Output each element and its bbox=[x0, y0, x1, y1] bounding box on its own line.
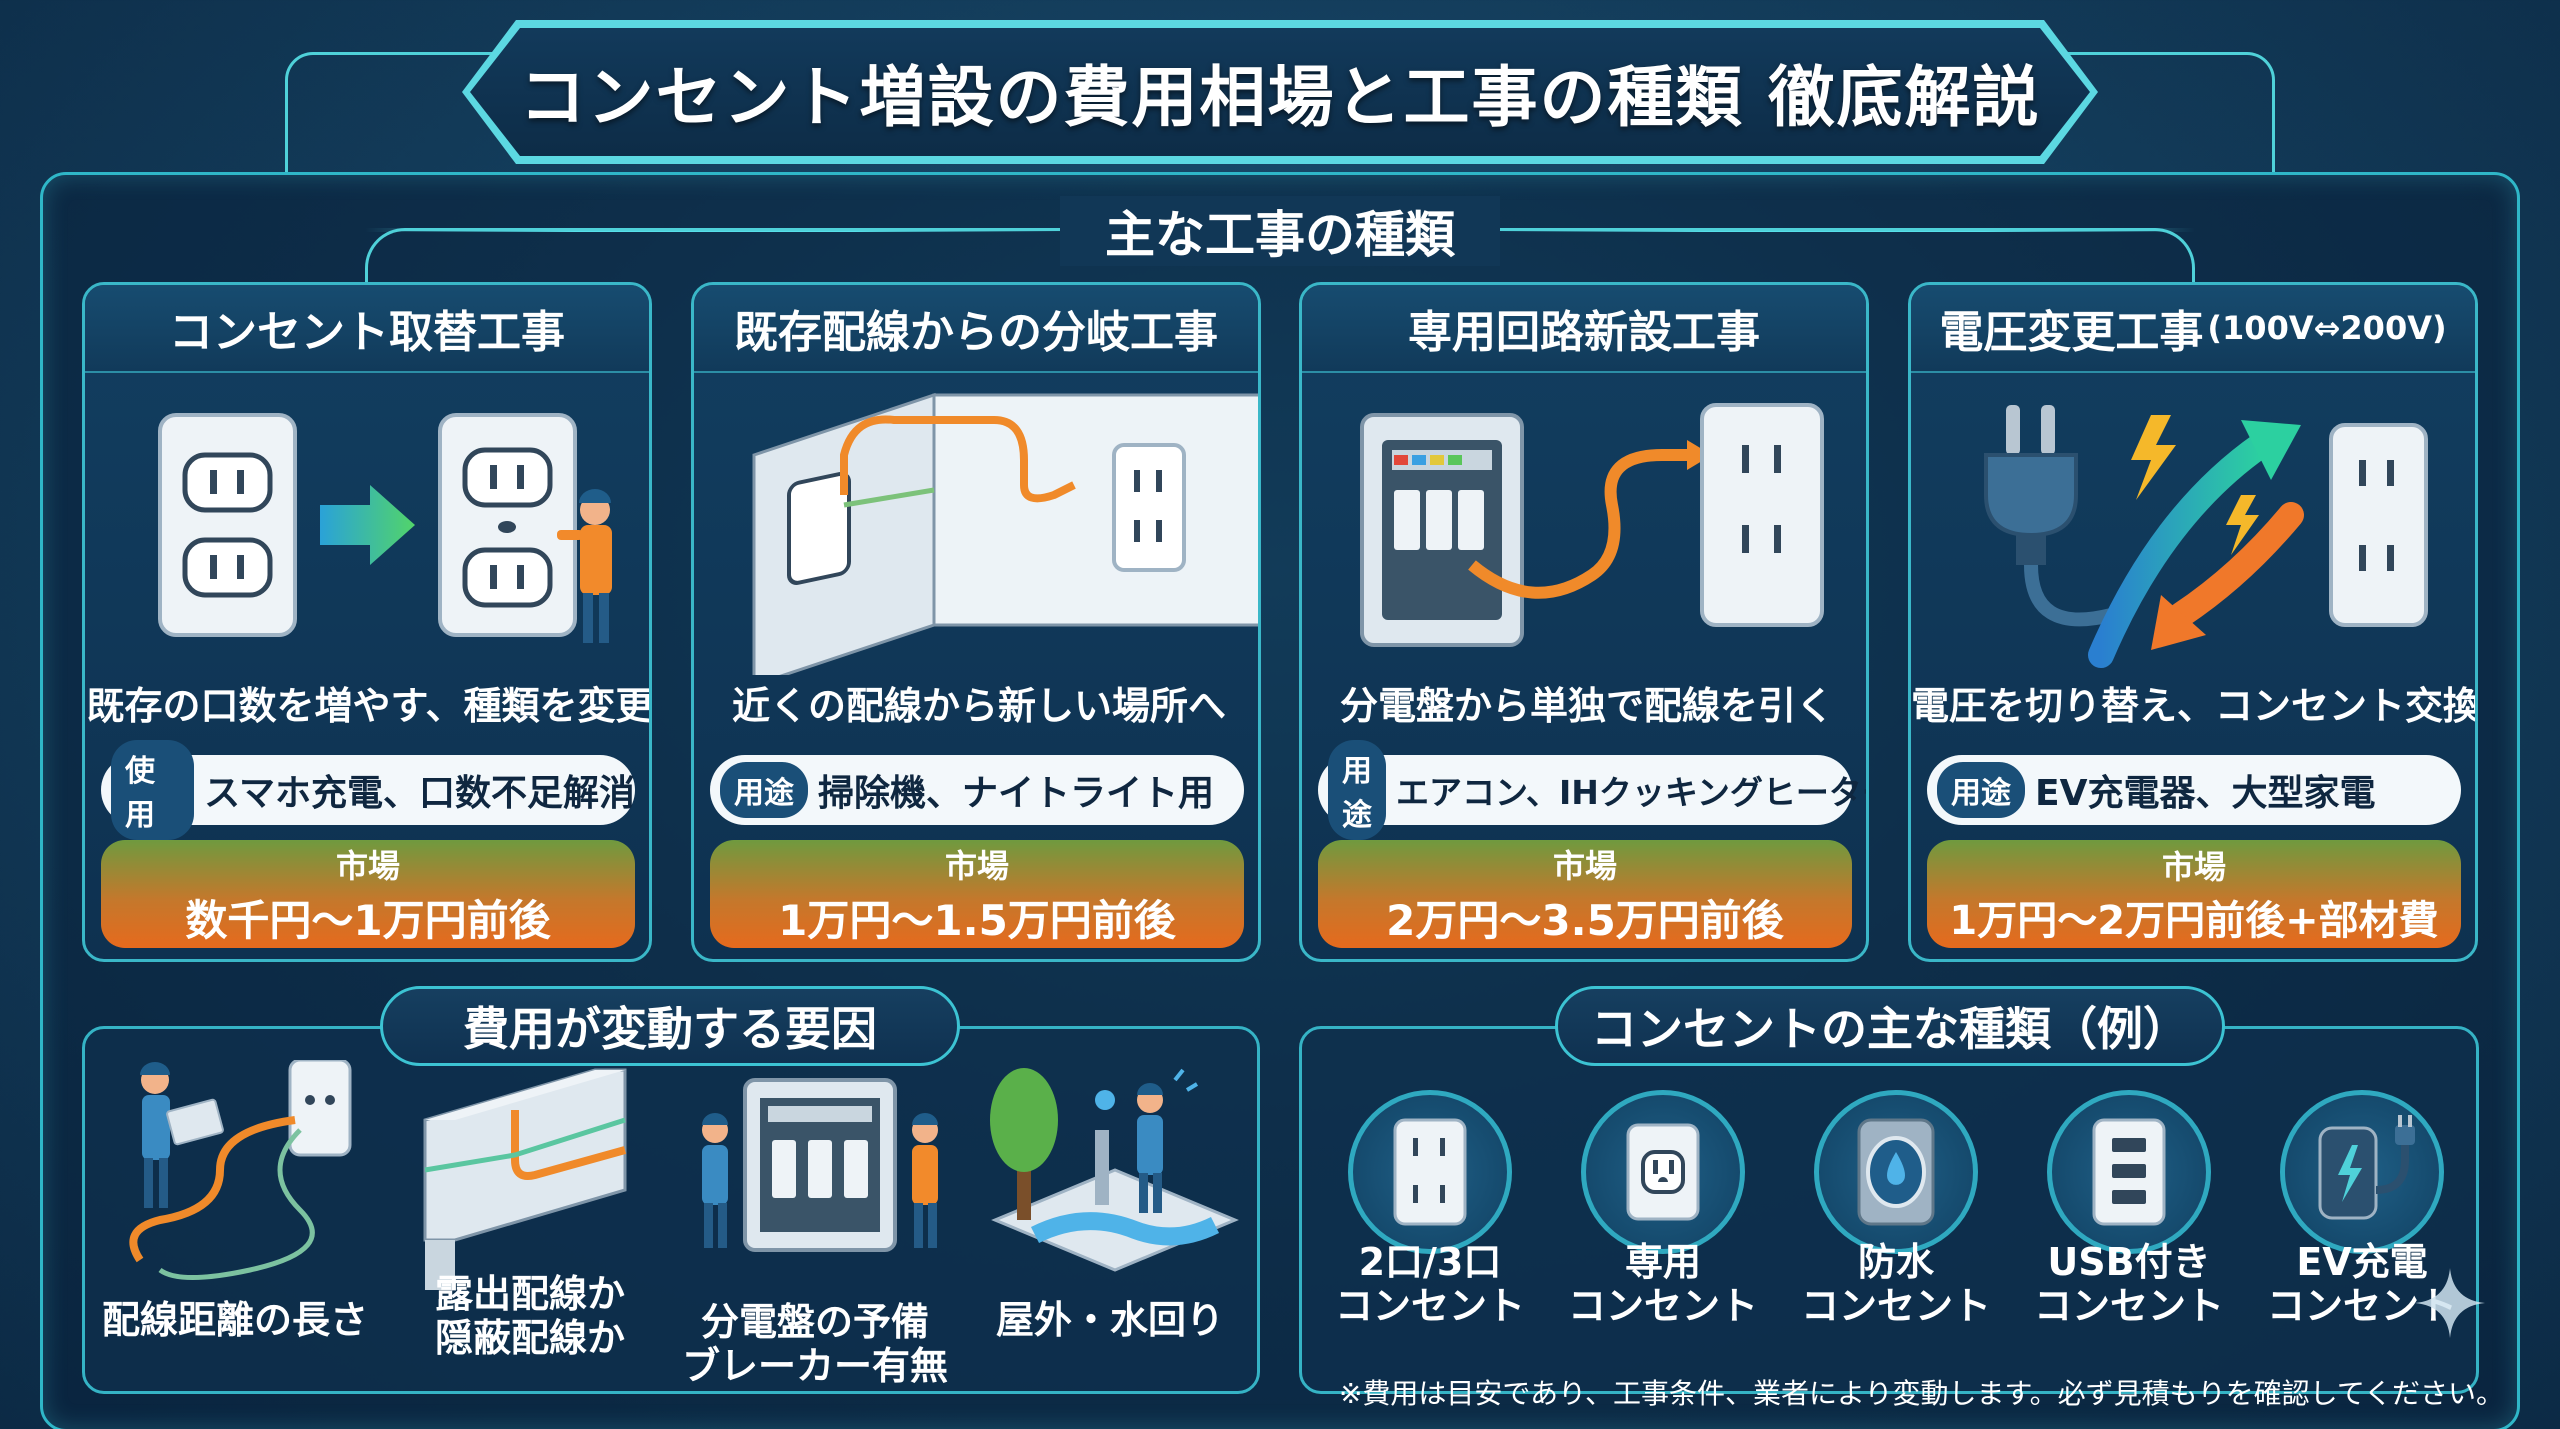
use-tag: 用途 bbox=[1328, 740, 1386, 840]
price-value: 1万円〜1.5万円前後 bbox=[778, 895, 1176, 945]
factor-wiring-distance: 配線距離の長さ bbox=[100, 1058, 370, 1390]
card-voltage-change[interactable]: 電圧変更工事(100V⇔200V) 電圧を切り替え、コンセント交換 用途 EV充… bbox=[1908, 282, 2478, 962]
outlet-type-label: 防水コンセント bbox=[1800, 1240, 1991, 1328]
outdoor-water-icon bbox=[990, 1068, 1239, 1272]
factor-wiring-type: 露出配線か隠蔽配線か bbox=[395, 1060, 665, 1390]
outlet-replacement-illustration bbox=[158, 413, 612, 643]
outlet-type-label: EV充電コンセント bbox=[2266, 1240, 2457, 1328]
factors-title: 費用が変動する要因 bbox=[380, 986, 960, 1066]
card-branch-wiring[interactable]: 既存配線からの分岐工事 近くの配線から新しい場所へ 用途 掃除機、ナイトライト用… bbox=[691, 282, 1261, 962]
card-heading: 専用回路新設工事 bbox=[1302, 285, 1866, 373]
card-description: 既存の口数を増やす、種類を変更 bbox=[86, 684, 652, 728]
card-description: 電圧を切り替え、コンセント交換 bbox=[1911, 684, 2478, 728]
card-heading: 既存配線からの分岐工事 bbox=[694, 285, 1258, 373]
outlet-type-label: 2口/3口コンセント bbox=[1334, 1240, 1525, 1328]
price-box: 市場 数千円〜1万円前後 bbox=[101, 840, 635, 948]
outlet-type-label: USB付きコンセント bbox=[2033, 1240, 2224, 1328]
price-box: 市場 2万円〜3.5万円前後 bbox=[1318, 840, 1852, 948]
use-pill: 使用 スマホ充電、口数不足解消 bbox=[101, 740, 635, 840]
use-text: 掃除機、ナイトライト用 bbox=[818, 773, 1215, 814]
title-banner: コンセント増設の費用相場と工事の種類 徹底解説 bbox=[470, 28, 2090, 156]
outlet-type-double: 2口/3口コンセント bbox=[1330, 1090, 1530, 1350]
card-heading: コンセント取替工事 bbox=[85, 285, 649, 373]
factor-label: 屋外・水回り bbox=[995, 1298, 1224, 1342]
double-outlet-icon bbox=[1393, 1118, 1467, 1226]
sparkle-icon bbox=[2415, 1268, 2485, 1338]
dedicated-outlet-icon bbox=[1626, 1123, 1700, 1221]
price-label: 市場 bbox=[2161, 848, 2226, 886]
factor-label: 配線距離の長さ bbox=[101, 1298, 368, 1342]
outlet-type-label: 専用コンセント bbox=[1567, 1240, 1758, 1328]
outlet-type-dedicated: 専用コンセント bbox=[1563, 1090, 1763, 1350]
footnote: ※費用は目安であり、工事条件、業者により変動します。必ず見積もりを確認してくださ… bbox=[1338, 1377, 2504, 1410]
main-section-header: 主な工事の種類 bbox=[1060, 196, 1500, 266]
outlet-type-waterproof: 防水コンセント bbox=[1796, 1090, 1996, 1350]
factor-breaker-panel: 分電盤の予備ブレーカー有無 bbox=[680, 1060, 950, 1390]
branch-wiring-illustration bbox=[752, 392, 1258, 675]
card-description: 分電盤から単独で配線を引く bbox=[1339, 684, 1834, 728]
price-value: 数千円〜1万円前後 bbox=[185, 895, 551, 945]
factor-outdoor-water: 屋外・水回り bbox=[975, 1060, 1245, 1390]
use-text: エアコン、IHクッキングヒーター bbox=[1396, 773, 1869, 812]
price-value: 1万円〜2万円前後+部材費 bbox=[1949, 898, 2439, 944]
factor-label: 分電盤の予備ブレーカー有無 bbox=[681, 1300, 948, 1388]
outlet-types-title: コンセントの主な種類（例） bbox=[1555, 986, 2225, 1066]
card-dedicated-circuit[interactable]: 専用回路新設工事 分電盤から単独で配線を引く 用途 エアコン、IHクッキングヒー… bbox=[1299, 282, 1869, 962]
price-label: 市場 bbox=[1552, 846, 1617, 885]
use-pill: 用途 エアコン、IHクッキングヒーター bbox=[1318, 740, 1866, 840]
breaker-panel-icon bbox=[702, 1078, 938, 1252]
use-pill: 用途 掃除機、ナイトライト用 bbox=[710, 755, 1244, 825]
voltage-change-illustration bbox=[1984, 405, 2428, 668]
price-box: 市場 1万円〜2万円前後+部材費 bbox=[1927, 840, 2461, 948]
dedicated-circuit-illustration bbox=[1360, 403, 1824, 647]
use-text: EV充電器、大型家電 bbox=[2035, 773, 2376, 814]
card-description: 近くの配線から新しい場所へ bbox=[731, 684, 1226, 728]
use-text: スマホ充電、口数不足解消 bbox=[204, 773, 635, 814]
use-tag: 用途 bbox=[1937, 762, 2025, 818]
page-title: コンセント増設の費用相場と工事の種類 徹底解説 bbox=[519, 59, 2041, 136]
price-value: 2万円〜3.5万円前後 bbox=[1386, 895, 1784, 945]
outlet-type-ev: EV充電コンセント bbox=[2262, 1090, 2462, 1350]
ev-outlet-icon bbox=[2318, 1115, 2415, 1220]
card-outlet-replacement[interactable]: コンセント取替工事 既存の口数を増やす、種類を変更 使用 スマホ充電、口数不足解… bbox=[82, 282, 652, 962]
usb-outlet-icon bbox=[2092, 1118, 2166, 1226]
waterproof-outlet-icon bbox=[1857, 1118, 1935, 1226]
use-pill: 用途 EV充電器、大型家電 bbox=[1927, 755, 2461, 825]
outlet-type-usb: USB付きコンセント bbox=[2029, 1090, 2229, 1350]
price-label: 市場 bbox=[944, 846, 1009, 885]
use-tag: 使用 bbox=[111, 740, 195, 840]
price-label: 市場 bbox=[335, 846, 400, 885]
wiring-type-icon bbox=[423, 1068, 627, 1290]
wiring-distance-icon bbox=[129, 1058, 352, 1280]
price-box: 市場 1万円〜1.5万円前後 bbox=[710, 840, 1244, 948]
use-tag: 用途 bbox=[720, 762, 808, 818]
factor-label: 露出配線か隠蔽配線か bbox=[434, 1272, 625, 1360]
card-heading: 電圧変更工事(100V⇔200V) bbox=[1911, 285, 2475, 373]
